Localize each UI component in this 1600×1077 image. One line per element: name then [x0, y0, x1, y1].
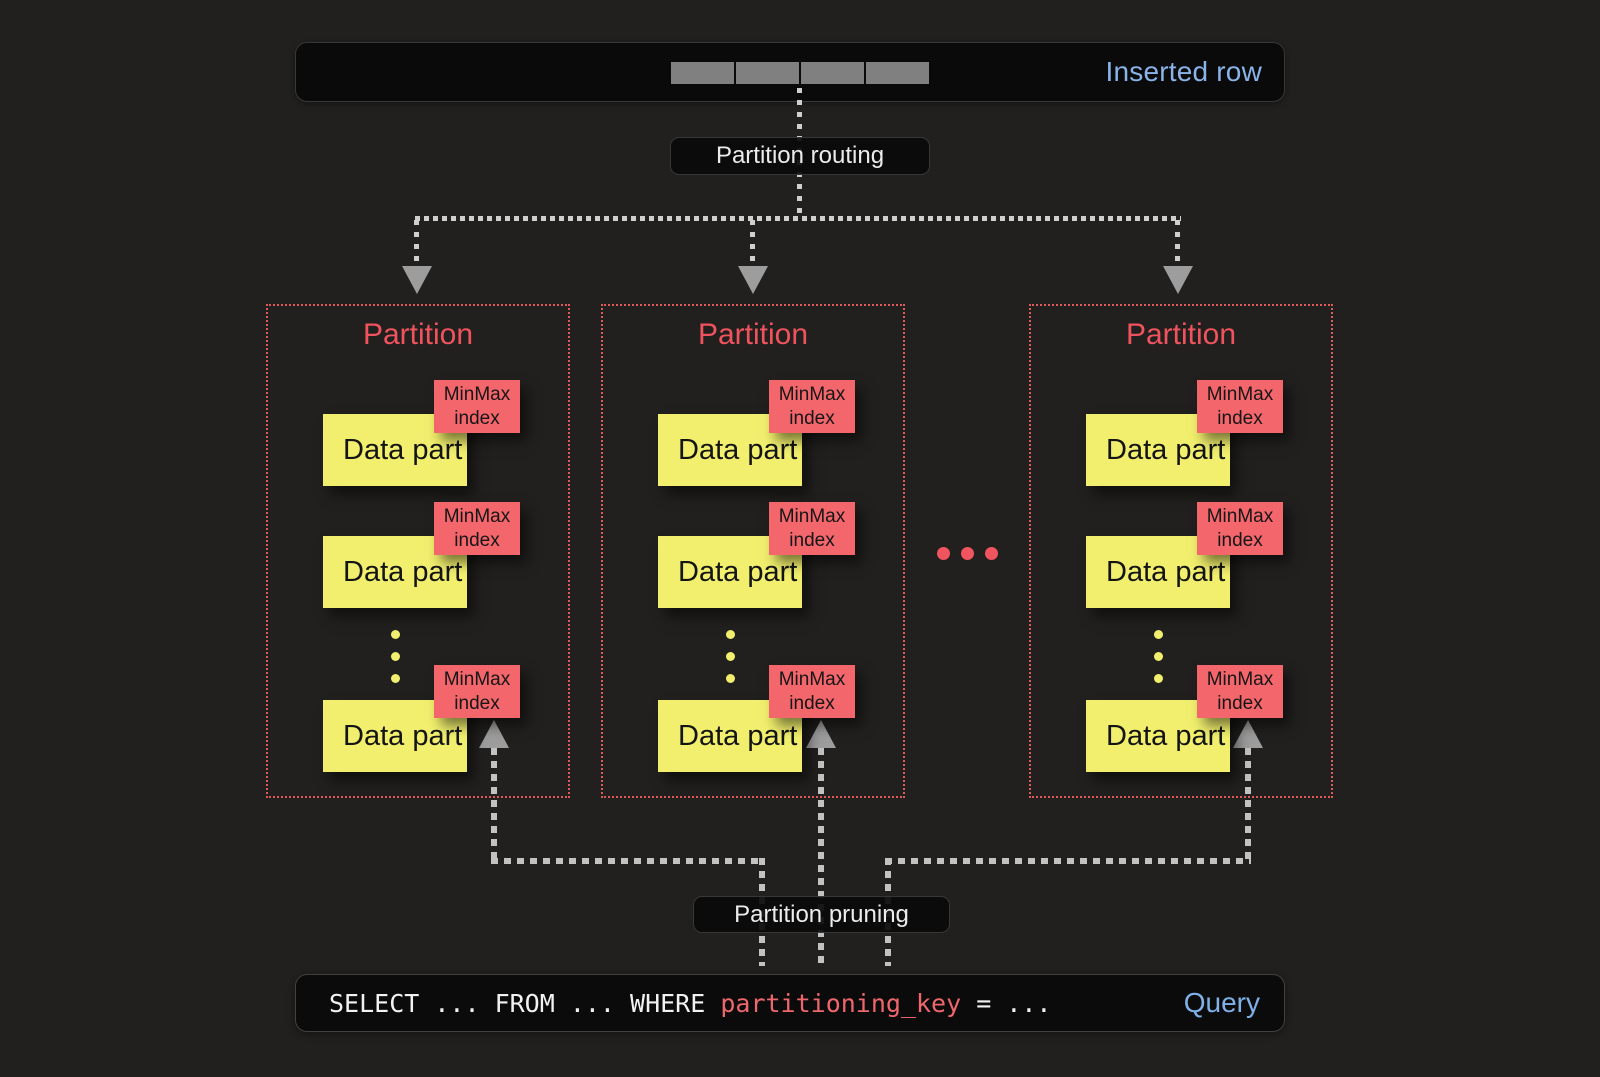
more-partitions-ellipsis [937, 547, 950, 560]
more-parts-ellipsis [391, 630, 400, 639]
more-parts-ellipsis [1154, 674, 1163, 683]
row-segments [671, 62, 929, 84]
row-segment [866, 62, 929, 84]
query-text: SELECT ... FROM ... WHERE partitioning_k… [329, 989, 1051, 1018]
partition-title: Partition [362, 318, 474, 351]
row-segment [801, 62, 864, 84]
more-parts-ellipsis [391, 674, 400, 683]
pruning-connector-left [491, 858, 765, 864]
more-parts-ellipsis [726, 630, 735, 639]
minmax-index-tag: MinMax index [769, 502, 855, 555]
more-partitions-ellipsis [985, 547, 998, 560]
partition-box-3: Partition MinMax index Data part MinMax … [1029, 304, 1333, 798]
down-arrow-icon [1163, 266, 1193, 294]
branch-drop-line [414, 220, 419, 267]
up-arrow-icon [1233, 720, 1263, 748]
partition-title: Partition [697, 318, 809, 351]
minmax-index-tag: MinMax index [769, 380, 855, 433]
pruning-line-middle [818, 748, 824, 966]
inserted-row-label: Inserted row [1105, 56, 1262, 87]
data-part-box: Data part [323, 700, 467, 772]
down-arrow-icon [738, 266, 768, 294]
minmax-index-tag: MinMax index [1197, 380, 1283, 433]
down-arrow-icon [402, 266, 432, 294]
query-label: Query [1183, 987, 1260, 1018]
minmax-index-tag: MinMax index [1197, 502, 1283, 555]
data-part-box: Data part [1086, 414, 1230, 486]
minmax-index-tag: MinMax index [769, 665, 855, 718]
branch-line [415, 216, 1181, 221]
query-partitioning-key: partitioning_key [720, 988, 962, 1018]
pruning-connector-right [885, 858, 1251, 864]
minmax-index-tag: MinMax index [434, 380, 520, 433]
partition-box-1: Partition MinMax index Data part MinMax … [266, 304, 570, 798]
partition-box-2: Partition MinMax index Data part MinMax … [601, 304, 905, 798]
partition-pruning-label: Partition pruning [693, 896, 950, 933]
query-predicate-rest: = ... [961, 988, 1052, 1018]
minmax-index-tag: MinMax index [434, 665, 520, 718]
up-arrow-icon [479, 720, 509, 748]
query-bar: SELECT ... FROM ... WHERE partitioning_k… [295, 974, 1285, 1032]
more-parts-ellipsis [391, 652, 400, 661]
branch-drop-line [1175, 220, 1180, 267]
minmax-index-tag: MinMax index [434, 502, 520, 555]
partition-title: Partition [1125, 318, 1237, 351]
more-partitions-ellipsis [961, 547, 974, 560]
pruning-line-left [491, 748, 497, 862]
more-parts-ellipsis [726, 652, 735, 661]
up-arrow-icon [806, 720, 836, 748]
minmax-index-tag: MinMax index [1197, 665, 1283, 718]
inserted-row-bar: Inserted row [295, 42, 1285, 102]
partition-routing-label: Partition routing [670, 137, 930, 175]
branch-drop-line [750, 220, 755, 267]
row-segment [671, 62, 734, 84]
more-parts-ellipsis [1154, 652, 1163, 661]
more-parts-ellipsis [726, 674, 735, 683]
more-parts-ellipsis [1154, 630, 1163, 639]
query-select-clause: SELECT ... FROM ... WHERE [329, 988, 721, 1018]
pruning-line-right [1245, 748, 1251, 862]
row-segment [736, 62, 799, 84]
